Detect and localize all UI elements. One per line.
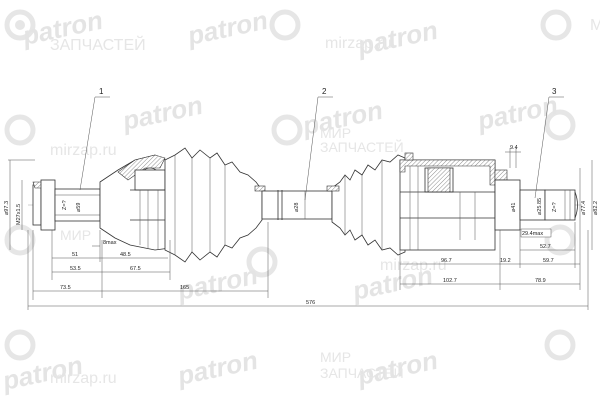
- watermark-line1: МИР: [320, 349, 351, 365]
- svg-text:48.5: 48.5: [120, 252, 131, 258]
- part-labels: 1 2 3: [79, 87, 564, 201]
- inner-cv-joint: [399, 152, 578, 251]
- watermark-line1: МИР: [320, 125, 351, 141]
- watermark-site: mirzap.ru: [50, 370, 117, 387]
- watermark-site: mirzap.ru: [380, 257, 447, 274]
- part-label-2: 2: [322, 87, 327, 96]
- watermark-line2: ЗАПЧАСТЕЙ: [50, 35, 146, 54]
- svg-text:8max: 8max: [103, 240, 117, 246]
- svg-text:96.7: 96.7: [441, 258, 452, 264]
- watermark-line1: МИР: [590, 17, 600, 34]
- overall-length: 576: [306, 300, 315, 306]
- svg-text:29.4max: 29.4max: [522, 231, 543, 237]
- svg-text:19.2: 19.2: [500, 258, 511, 264]
- diameter-callouts: ⌀97.3 M27x1.5 Z=? ⌀59 ⌀28 ⌀41 ⌀25.85 Z=?…: [4, 159, 599, 250]
- svg-text:67.5: 67.5: [130, 266, 141, 272]
- outer-cv-joint: [32, 154, 171, 251]
- part-label-1: 1: [99, 87, 104, 96]
- svg-text:102.7: 102.7: [443, 278, 457, 284]
- svg-text:53.5: 53.5: [70, 266, 81, 272]
- svg-text:59.7: 59.7: [543, 258, 554, 264]
- svg-text:Z=?: Z=?: [62, 200, 68, 210]
- svg-text:⌀77.4: ⌀77.4: [581, 201, 587, 215]
- svg-text:⌀59: ⌀59: [76, 203, 82, 212]
- svg-text:52.7: 52.7: [540, 244, 551, 250]
- watermark-site: mirzap.ru: [325, 35, 392, 52]
- inner-boot: [331, 154, 406, 256]
- watermark-brand: patron: [174, 260, 260, 306]
- part-label-3: 3: [552, 87, 557, 96]
- watermark-line1: МИР: [60, 227, 91, 243]
- svg-text:⌀25.85: ⌀25.85: [537, 198, 543, 215]
- svg-text:73.5: 73.5: [60, 285, 71, 291]
- svg-text:Z=?: Z=?: [552, 202, 558, 212]
- svg-text:⌀82.2: ⌀82.2: [593, 201, 599, 215]
- svg-text:165: 165: [180, 285, 189, 291]
- svg-text:78.9: 78.9: [535, 278, 546, 284]
- svg-text:⌀41: ⌀41: [511, 203, 517, 212]
- outer-boot: [164, 147, 263, 263]
- svg-text:⌀97.3: ⌀97.3: [4, 201, 10, 215]
- svg-text:9.4: 9.4: [510, 145, 518, 151]
- svg-text:51: 51: [72, 252, 78, 258]
- watermark-line2: ЗАПЧАСТЕЙ: [320, 138, 404, 155]
- watermark-brand: patron: [184, 5, 270, 51]
- watermark-site: mirzap.ru: [50, 142, 117, 159]
- watermark-line2: ЗАПЧАСТЕЙ: [320, 364, 404, 381]
- watermark-layer: patron patron patron patron patron patro…: [0, 5, 600, 396]
- watermark-brand: patron: [119, 90, 205, 136]
- dimension-lines: 8max 51 48.5 53.5 67.5 73.5 165 576 9.4 …: [27, 145, 589, 310]
- svg-text:⌀28: ⌀28: [294, 203, 300, 212]
- svg-text:M27x1.5: M27x1.5: [16, 204, 22, 225]
- watermark-brand: patron: [174, 345, 260, 391]
